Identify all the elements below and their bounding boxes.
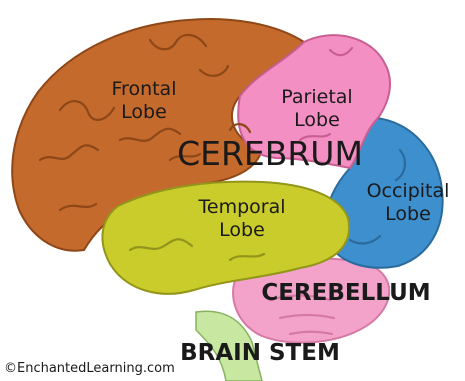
copyright-text: ©EnchantedLearning.com bbox=[4, 362, 175, 375]
brain-stem-label: BRAIN STEM bbox=[175, 342, 345, 365]
cerebellum-label: CEREBELLUM bbox=[246, 282, 446, 305]
cerebrum-label: CEREBRUM bbox=[160, 137, 380, 170]
